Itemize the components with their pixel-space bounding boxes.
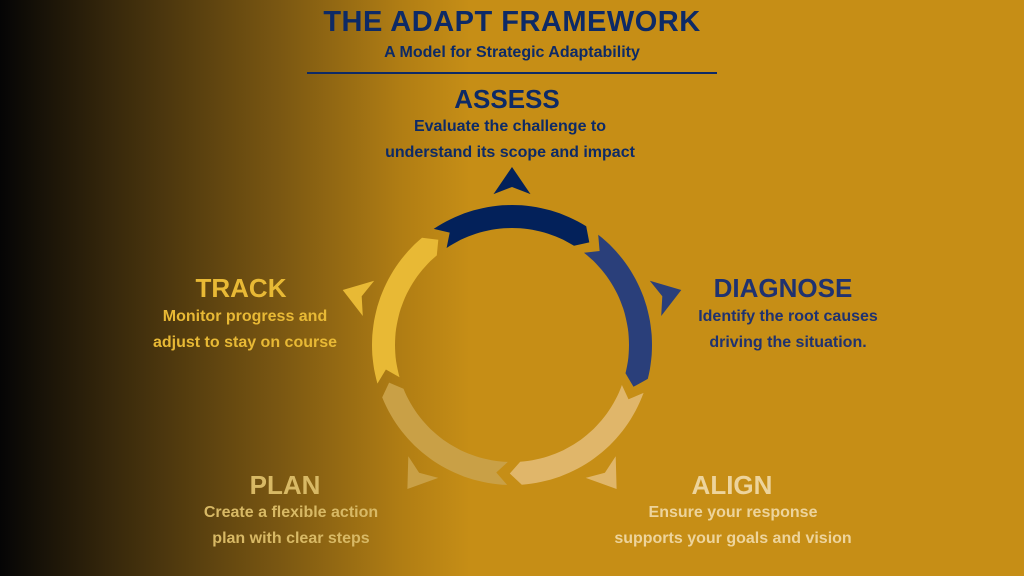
- step-title-diagnose: DIAGNOSE: [713, 273, 853, 303]
- cycle-arrow-track: [372, 237, 439, 384]
- page-subtitle: A Model for Strategic Adaptability: [384, 44, 640, 61]
- step-title-plan: PLAN: [249, 470, 321, 500]
- cycle-arrow-diagnose: [584, 234, 652, 387]
- step-title-align: ALIGN: [691, 470, 773, 500]
- cycle-arrow-plan: [382, 382, 508, 485]
- cycle-arrow-assess: [433, 205, 590, 248]
- pointer-icon-plan: [407, 456, 439, 489]
- step-title-assess: ASSESS: [454, 84, 560, 114]
- step-title-track: TRACK: [195, 273, 287, 303]
- title-divider: [307, 72, 717, 74]
- pointer-icon-assess: [493, 167, 531, 195]
- page-title: THE ADAPT FRAMEWORK: [323, 6, 701, 38]
- pointer-icon-diagnose: [649, 280, 682, 316]
- pointer-icon-align: [585, 456, 617, 489]
- cycle-arrow-align: [509, 385, 644, 485]
- pointer-icon-track: [342, 280, 375, 316]
